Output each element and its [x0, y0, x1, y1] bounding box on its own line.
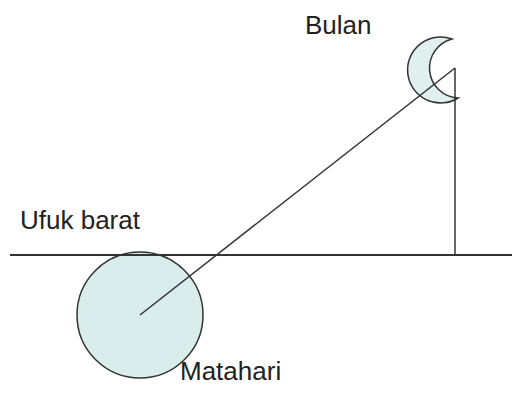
sun-label: Matahari: [180, 356, 281, 386]
moon-crescent: [408, 37, 458, 103]
horizon-line: [10, 254, 512, 256]
horizon-label: Ufuk barat: [20, 205, 140, 235]
altitude-line: [454, 68, 456, 255]
moon-label: Bulan: [305, 10, 372, 40]
sight-line: [140, 68, 455, 315]
